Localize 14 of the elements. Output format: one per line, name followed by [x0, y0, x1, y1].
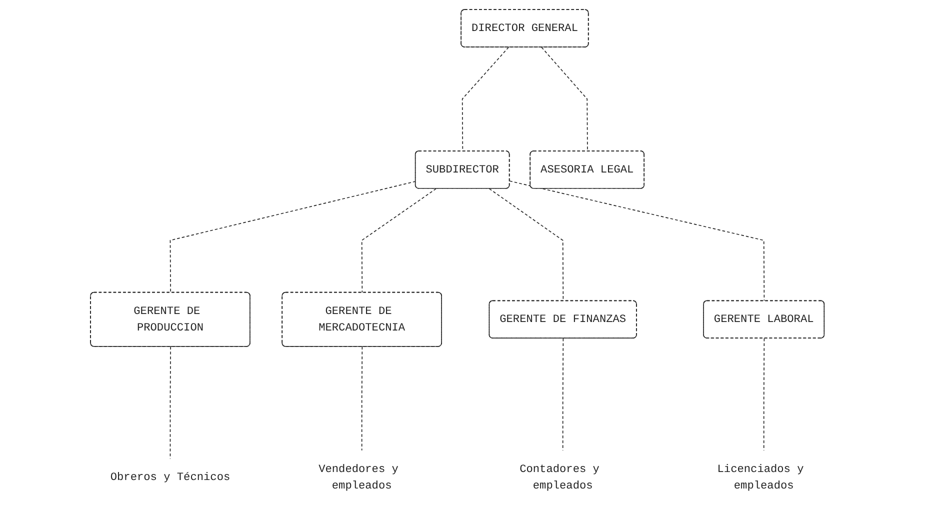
connector [361, 346, 362, 451]
connector [462, 46, 509, 152]
connector [488, 188, 564, 302]
connector [170, 180, 416, 294]
connector [361, 188, 436, 294]
connector [763, 338, 764, 451]
node-text: Contadores y empleados [519, 462, 600, 492]
connector [509, 180, 764, 302]
connector [170, 346, 171, 460]
connector [562, 338, 564, 451]
connector [540, 46, 588, 152]
node-text: Obreros y Técnicos [110, 471, 230, 484]
node-text: Licenciados y empleados [716, 462, 804, 492]
node-text: Vendedores y empleados [318, 462, 398, 492]
